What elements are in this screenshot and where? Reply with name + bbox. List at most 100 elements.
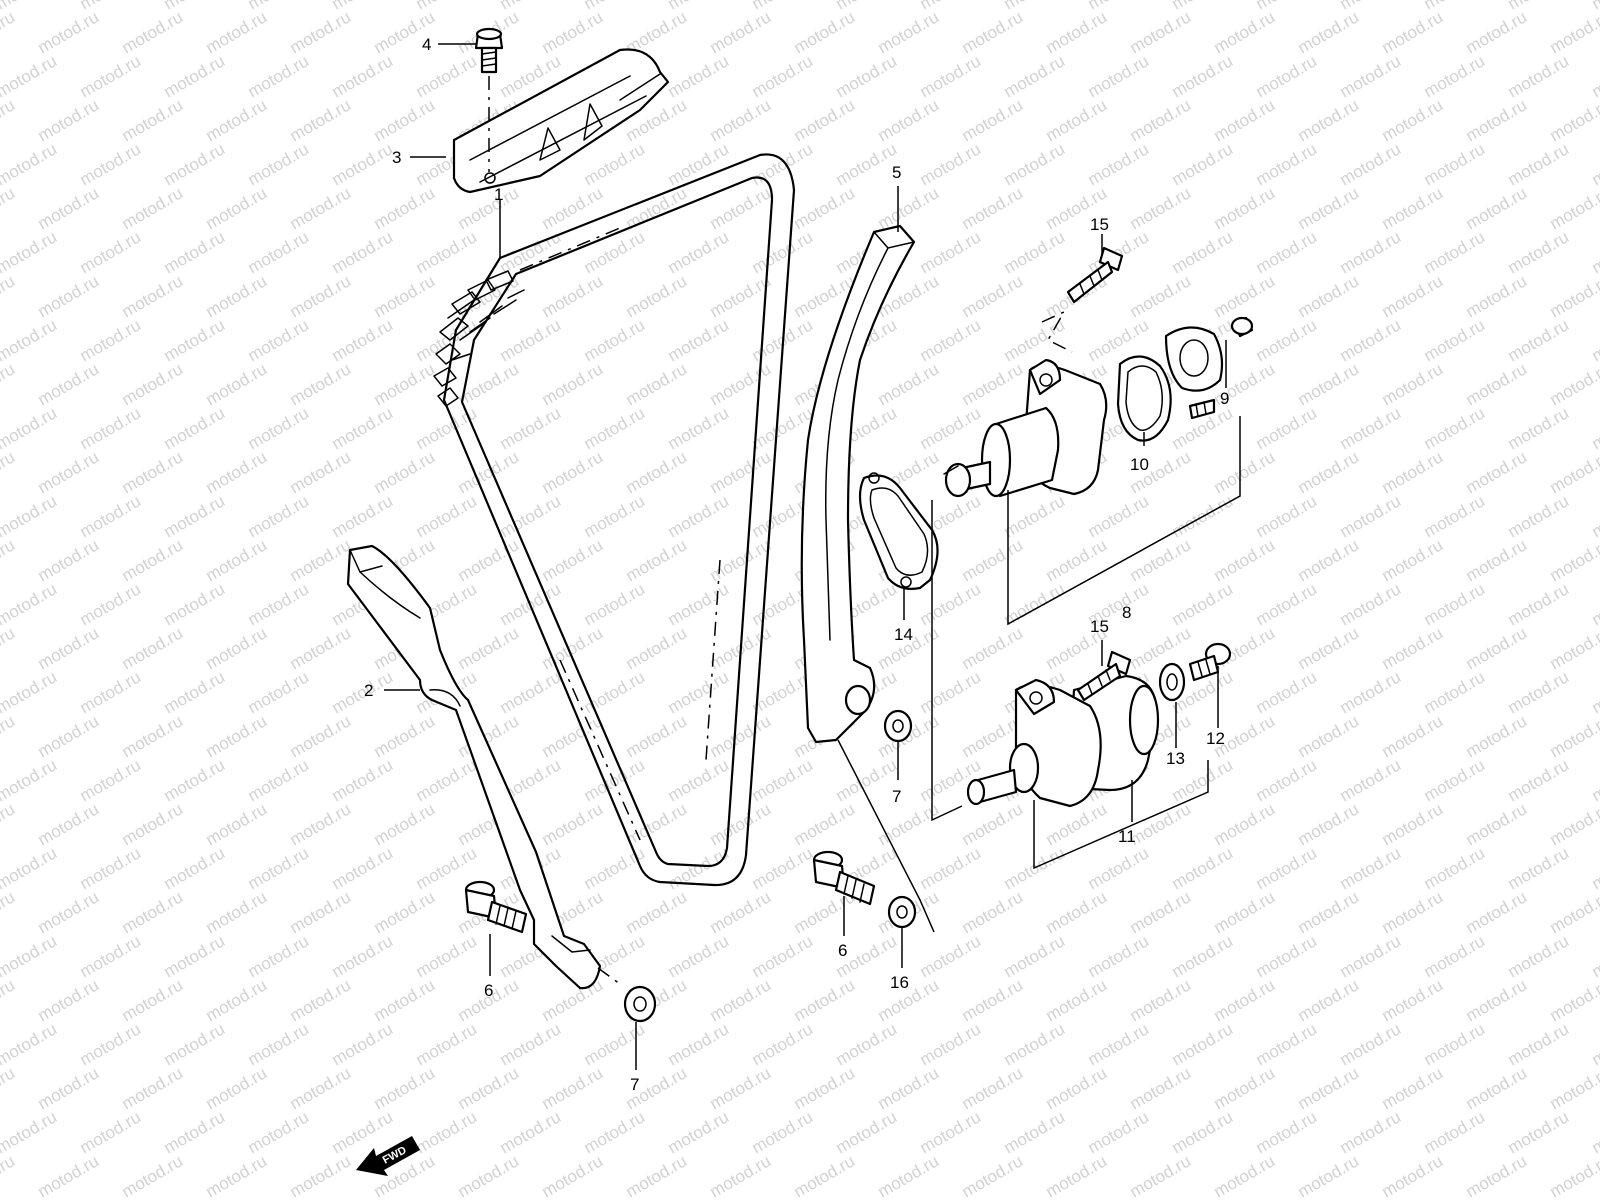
watermark-text: motod.ru xyxy=(0,1019,60,1069)
watermark-text: motod.ru xyxy=(749,843,817,893)
watermark-text: motod.ru xyxy=(1043,975,1111,1025)
watermark-text: motod.ru xyxy=(245,315,313,365)
watermark-text: motod.ru xyxy=(1295,1151,1363,1200)
watermark-text: motod.ru xyxy=(1421,1107,1489,1157)
watermark-text: motod.ru xyxy=(497,227,565,277)
watermark-text: motod.ru xyxy=(245,227,313,277)
tensioner-assembly-lower xyxy=(966,674,1160,808)
callout-13: 13 xyxy=(1166,749,1185,768)
watermark-text: motod.ru xyxy=(1211,975,1279,1025)
watermark-text: motod.ru xyxy=(791,799,859,849)
watermark-text: motod.ru xyxy=(1379,1063,1447,1113)
watermark-text: motod.ru xyxy=(413,931,481,981)
watermark-text: motod.ru xyxy=(77,931,145,981)
watermark-text: motod.ru xyxy=(1421,579,1489,629)
watermark-text: motod.ru xyxy=(161,1107,229,1157)
watermark-text: motod.ru xyxy=(161,403,229,453)
callout-2: 2 xyxy=(364,681,373,700)
watermark-text: motod.ru xyxy=(917,843,985,893)
watermark-text: motod.ru xyxy=(35,95,103,145)
watermark-text: motod.ru xyxy=(1295,271,1363,321)
callout-9: 9 xyxy=(1220,389,1229,408)
watermark-text: motod.ru xyxy=(287,95,355,145)
guide-bolt xyxy=(474,27,504,172)
watermark-text: motod.ru xyxy=(791,975,859,1025)
watermark-text: motod.ru xyxy=(35,799,103,849)
watermark-text: motod.ru xyxy=(35,447,103,497)
watermark-text: motod.ru xyxy=(1421,931,1489,981)
guide-pivot-bolt-right xyxy=(812,850,876,906)
watermark-text: motod.ru xyxy=(1295,623,1363,673)
watermark-text: motod.ru xyxy=(1379,535,1447,585)
watermark-text: motod.ru xyxy=(245,667,313,717)
watermark-text: motod.ru xyxy=(1211,271,1279,321)
watermark-text: motod.ru xyxy=(1547,1151,1600,1200)
watermark-text: motod.ru xyxy=(287,271,355,321)
watermark-text: motod.ru xyxy=(749,1019,817,1069)
watermark-text: motod.ru xyxy=(665,51,733,101)
watermark-text: motod.ru xyxy=(0,183,18,233)
watermark-text: motod.ru xyxy=(0,887,18,937)
watermark-text: motod.ru xyxy=(0,1063,18,1113)
bracket-11 xyxy=(1033,760,1209,870)
watermark-text: motod.ru xyxy=(77,491,145,541)
watermark-text: motod.ru xyxy=(1505,1107,1573,1157)
watermark-text: motod.ru xyxy=(1547,887,1600,937)
watermark-text: motod.ru xyxy=(581,1019,649,1069)
watermark-text: motod.ru xyxy=(287,1063,355,1113)
watermark-text: motod.ru xyxy=(791,95,859,145)
watermark-text: motod.ru xyxy=(1505,755,1573,805)
watermark-text: motod.ru xyxy=(917,1019,985,1069)
watermark-text: motod.ru xyxy=(35,1063,103,1113)
watermark-text: motod.ru xyxy=(917,931,985,981)
watermark-text: motod.ru xyxy=(959,183,1027,233)
watermark-text: motod.ru xyxy=(371,975,439,1025)
watermark-text: motod.ru xyxy=(1127,1063,1195,1113)
callout-7-rear: 7 xyxy=(892,787,901,806)
watermark-text: motod.ru xyxy=(707,799,775,849)
watermark-text: motod.ru xyxy=(1043,1063,1111,1113)
watermark-text: motod.ru xyxy=(497,403,565,453)
watermark-text: motod.ru xyxy=(413,227,481,277)
watermark-text: motod.ru xyxy=(581,579,649,629)
watermark-text: motod.ru xyxy=(1421,403,1489,453)
watermark-text: motod.ru xyxy=(1211,887,1279,937)
watermark-text: motod.ru xyxy=(1253,667,1321,717)
watermark-text: motod.ru xyxy=(623,359,691,409)
watermark-text: motod.ru xyxy=(0,7,18,57)
watermark-text: motod.ru xyxy=(1589,843,1600,893)
watermark-text: motod.ru xyxy=(539,271,607,321)
watermark-text: motod.ru xyxy=(539,799,607,849)
watermark-text: motod.ru xyxy=(329,1019,397,1069)
tensioner-assembly-upper xyxy=(943,358,1108,498)
watermark-text: motod.ru xyxy=(0,359,18,409)
watermark-text: motod.ru xyxy=(1589,403,1600,453)
watermark-text: motod.ru xyxy=(35,975,103,1025)
watermark-text: motod.ru xyxy=(287,447,355,497)
watermark-text: motod.ru xyxy=(1379,271,1447,321)
watermark-text: motod.ru xyxy=(1421,139,1489,189)
watermark-text: motod.ru xyxy=(161,139,229,189)
watermark-text: motod.ru xyxy=(1589,51,1600,101)
callout-5: 5 xyxy=(892,163,901,182)
watermark-text: motod.ru xyxy=(0,1151,18,1200)
watermark-text: motod.ru xyxy=(581,403,649,453)
watermark-text: motod.ru xyxy=(1085,843,1153,893)
watermark-text: motod.ru xyxy=(665,227,733,277)
watermark-text: motod.ru xyxy=(1463,7,1531,57)
watermark-text: motod.ru xyxy=(329,227,397,277)
watermark-text: motod.ru xyxy=(1379,799,1447,849)
watermark-text: motod.ru xyxy=(1505,579,1573,629)
watermark-text: motod.ru xyxy=(833,1107,901,1157)
watermark-text: motod.ru xyxy=(665,667,733,717)
watermark-text: motod.ru xyxy=(203,359,271,409)
watermark-text: motod.ru xyxy=(0,491,60,541)
watermark-text: motod.ru xyxy=(833,755,901,805)
watermark-text: motod.ru xyxy=(1001,491,1069,541)
watermark-text: motod.ru xyxy=(1463,623,1531,673)
watermark-text: motod.ru xyxy=(287,183,355,233)
watermark-text: motod.ru xyxy=(1547,623,1600,673)
watermark-text: motod.ru xyxy=(1127,271,1195,321)
watermark-text: motod.ru xyxy=(1379,623,1447,673)
watermark-text: motod.ru xyxy=(1253,491,1321,541)
